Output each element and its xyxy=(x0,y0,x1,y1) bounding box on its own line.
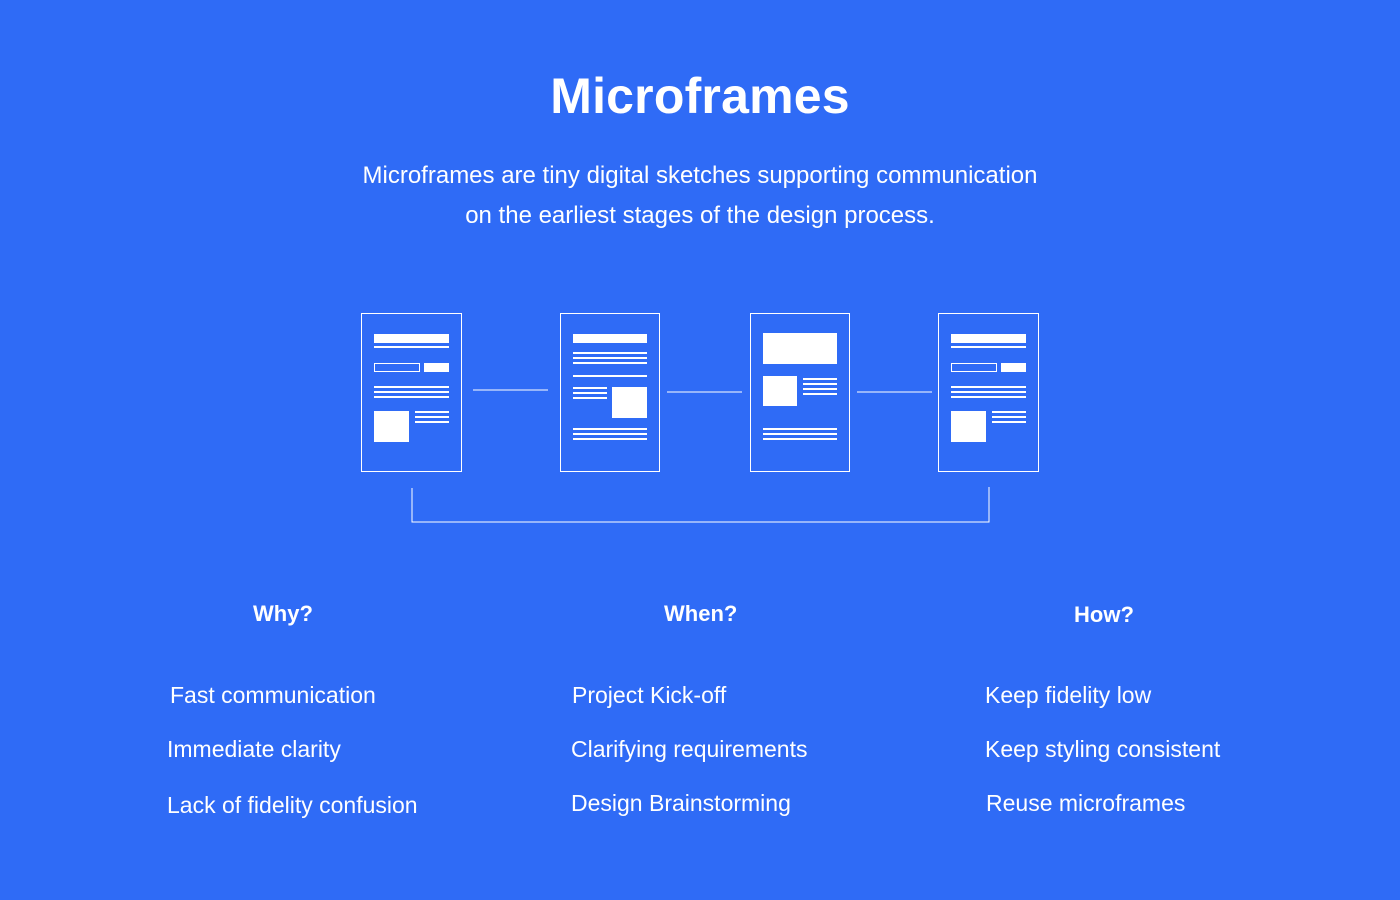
why-item-2: Immediate clarity xyxy=(167,736,341,762)
when-item-2: Clarifying requirements xyxy=(571,736,808,762)
frame-connectors xyxy=(411,389,990,523)
microframe-2 xyxy=(560,313,660,472)
how-item-2: Keep styling consistent xyxy=(985,736,1221,762)
page-title: Microframes xyxy=(550,68,850,124)
page-subtitle: Microframes are tiny digital sketches su… xyxy=(300,156,1100,236)
how-item-3: Reuse microframes xyxy=(986,790,1186,816)
diagram-svg xyxy=(361,313,1039,523)
loop-back-connector xyxy=(411,487,990,523)
microframes-diagram xyxy=(340,300,1060,540)
how-item-1: Keep fidelity low xyxy=(985,682,1152,708)
microframe-1 xyxy=(361,313,462,472)
why-item-1: Fast communication xyxy=(170,682,376,708)
how-heading: How? xyxy=(1074,602,1134,627)
why-item-3: Lack of fidelity confusion xyxy=(167,792,418,818)
microframe-4 xyxy=(938,313,1039,472)
subtitle-line-1: Microframes are tiny digital sketches su… xyxy=(362,162,1038,189)
subtitle-line-2: on the earliest stages of the design pro… xyxy=(465,202,935,229)
when-heading: When? xyxy=(664,601,738,626)
when-item-1: Project Kick-off xyxy=(572,682,727,708)
microframe-3 xyxy=(750,313,850,472)
why-heading: Why? xyxy=(253,601,313,626)
when-item-3: Design Brainstorming xyxy=(571,790,791,816)
